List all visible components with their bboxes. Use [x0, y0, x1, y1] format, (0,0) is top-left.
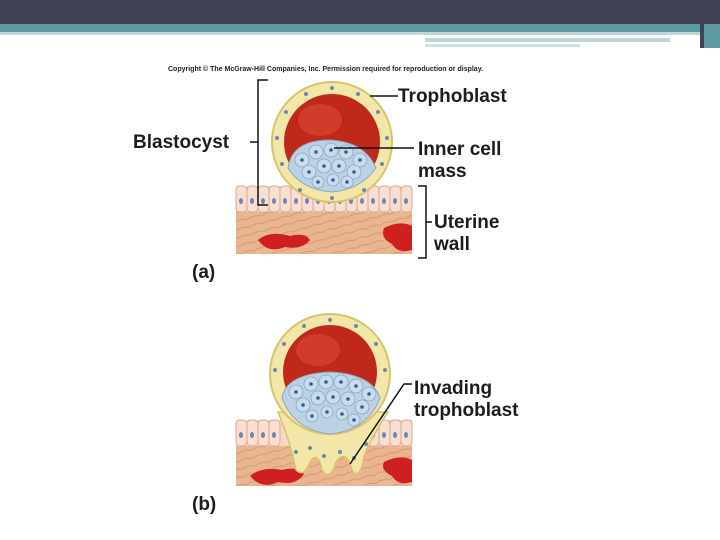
- label-panel-b: (b): [192, 494, 217, 515]
- label-inner-cell-line2: mass: [418, 161, 467, 182]
- panel-b-figure: [235, 313, 413, 486]
- label-uterine-line1: Uterine: [434, 212, 500, 233]
- header-corner-accent: [704, 24, 720, 48]
- label-invading-line1: Invading: [414, 378, 493, 399]
- blood-vessel-b-left: [250, 468, 304, 485]
- header-accent-line-short: [425, 38, 670, 42]
- panel-a-figure: [235, 79, 432, 259]
- label-blastocyst: Blastocyst: [133, 132, 230, 153]
- slide-header-bar: [0, 0, 720, 24]
- blastocyst-a: [271, 81, 393, 203]
- label-uterine-line2: wall: [434, 234, 470, 255]
- label-inner-cell-line1: Inner cell: [418, 139, 502, 160]
- uterine-wall-bracket: [418, 185, 432, 259]
- blastocyst-b: [269, 313, 391, 435]
- label-invading-line2: trophoblast: [414, 400, 519, 421]
- blood-vessel-a-left: [258, 233, 310, 250]
- copyright-notice: Copyright © The McGraw-Hill Companies, I…: [168, 66, 484, 73]
- header-accent-line-shorter: [425, 44, 580, 47]
- label-trophoblast: Trophoblast: [398, 86, 507, 107]
- blastocyst-bracket: [250, 79, 268, 206]
- header-accent-stripe: [0, 24, 700, 32]
- header-accent-line: [0, 32, 700, 35]
- label-panel-a: (a): [192, 262, 216, 283]
- blood-vessel-b-right: [383, 457, 412, 484]
- invading-trophoblast-leader: [349, 383, 412, 465]
- blood-vessel-a-right: [383, 223, 412, 252]
